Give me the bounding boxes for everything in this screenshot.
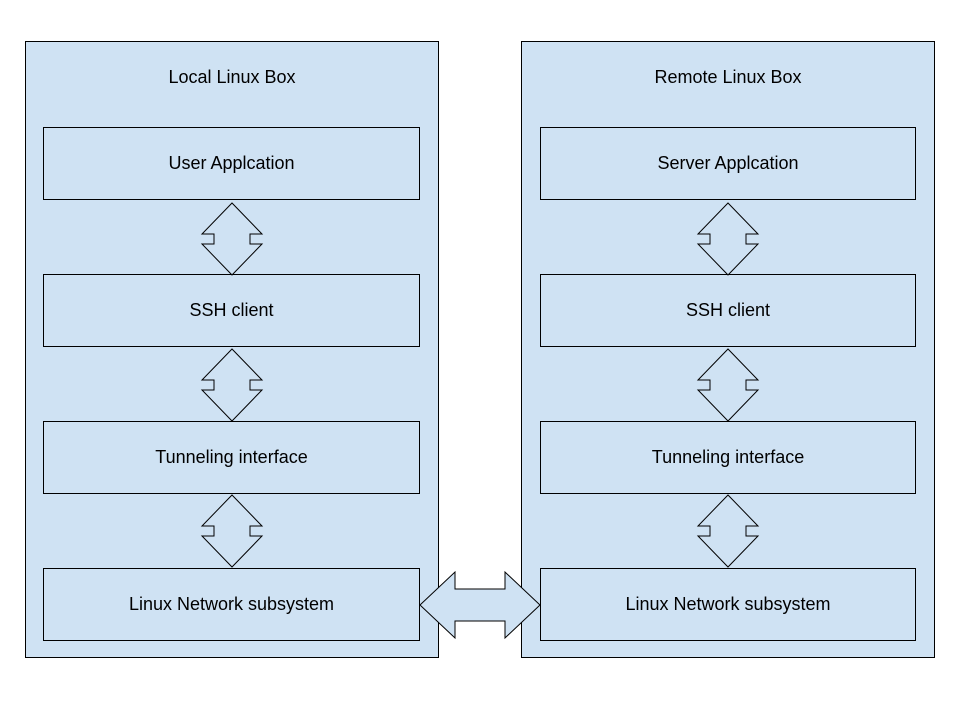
remote-layer-ssh-client: SSH client (540, 274, 916, 347)
remote-arrow-app-ssh (696, 202, 760, 276)
remote-arrow-tunnel-network (696, 494, 760, 568)
network-link-arrow (419, 570, 541, 640)
remote-box-title: Remote Linux Box (654, 67, 802, 87)
remote-layer-tunneling-interface: Tunneling interface (540, 421, 916, 494)
local-arrow-app-ssh (200, 202, 264, 276)
local-arrow-tunnel-network (200, 494, 264, 568)
local-layer-ssh-client: SSH client (43, 274, 420, 347)
local-layer-linux-network-subsystem: Linux Network subsystem (43, 568, 420, 641)
local-layer-tunneling-interface: Tunneling interface (43, 421, 420, 494)
remote-arrow-ssh-tunnel (696, 348, 760, 422)
local-box-title: Local Linux Box (168, 67, 296, 87)
remote-layer-linux-network-subsystem: Linux Network subsystem (540, 568, 916, 641)
local-layer-user-application: User Applcation (43, 127, 420, 200)
local-arrow-ssh-tunnel (200, 348, 264, 422)
remote-layer-server-application: Server Applcation (540, 127, 916, 200)
